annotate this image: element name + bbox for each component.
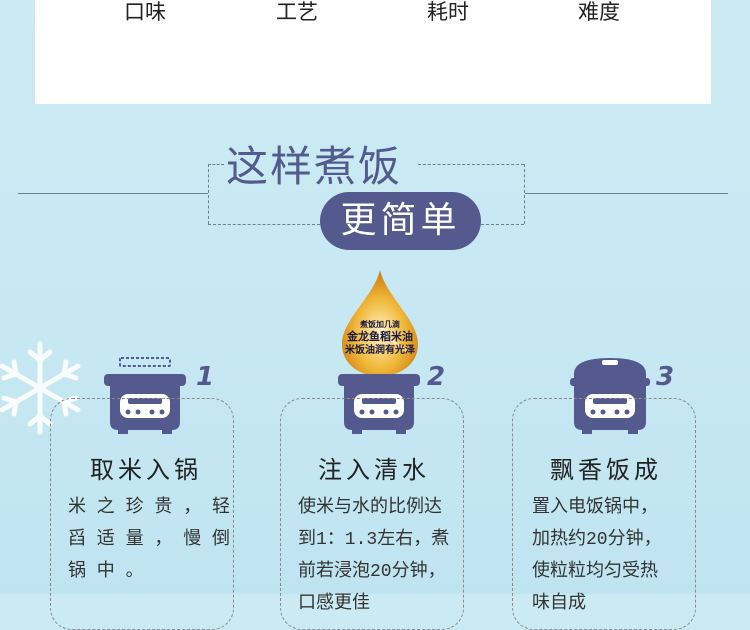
oil-drop-line2: 金龙鱼稻米油: [347, 330, 413, 343]
attr-taste: 口味: [124, 0, 166, 24]
title-frame-top-right: [418, 164, 524, 165]
oil-drop-line1: 煮饭加几滴: [360, 320, 400, 329]
title-rule-left: [18, 193, 208, 194]
top-info-card: [35, 0, 711, 104]
step-title-1: 取米入锅: [90, 456, 202, 484]
attr-craft: 工艺: [276, 0, 318, 24]
title-frame-bottom-left: [208, 224, 320, 225]
title-frame-bottom-right: [481, 224, 524, 225]
title-rule-right: [525, 193, 728, 194]
attr-time: 耗时: [427, 0, 469, 24]
step-number-3: 3: [656, 362, 675, 392]
title-frame-left: [208, 164, 209, 224]
section-title: 这样煮饭: [226, 142, 403, 191]
oil-drop-line3: 米饭油润有光泽: [345, 345, 415, 356]
step-title-3: 飘香饭成: [550, 456, 662, 484]
title-frame-right: [524, 164, 525, 224]
step-text-2: 使米与水的比例达 到1：1.3左右，煮 前若浸泡20分钟， 口感更佳: [298, 498, 450, 614]
step-title-2: 注入清水: [318, 456, 430, 484]
step-text-3: 置入电饭锅中， 加热约20分钟， 使粒粒均匀受热 味自成: [532, 498, 662, 614]
rice-cooker-icon: [570, 358, 650, 434]
step-number-1: 1: [196, 362, 215, 392]
step-number-2: 2: [427, 362, 446, 392]
rice-pot-icon: [104, 357, 186, 434]
step-text-1: 米 之 珍 贵 ， 轻 舀 适 量 ， 慢 倒 锅 中 。: [68, 498, 231, 582]
title-frame-top-left: [208, 164, 224, 165]
section-subtitle-pill: 更简单: [320, 192, 481, 250]
oil-drop-icon: [342, 270, 418, 376]
rice-pot-icon: [338, 374, 420, 434]
attr-difficulty: 难度: [578, 0, 620, 24]
